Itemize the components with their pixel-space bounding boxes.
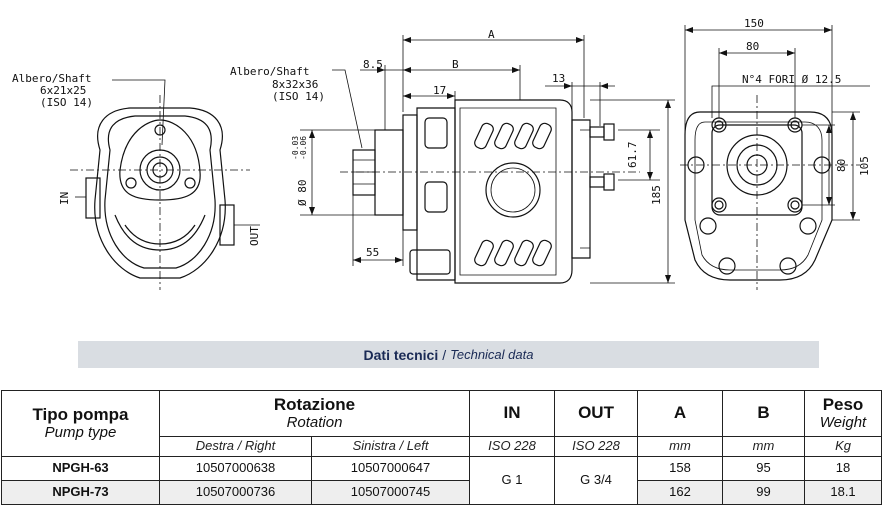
header-b-label: B (757, 403, 770, 423)
header-rotation-sub: Rotation (286, 413, 343, 431)
left-shaft-label-3: (ISO 14) (40, 96, 93, 109)
dim-tolerance-lower: -0.06 (299, 136, 308, 160)
row-2-a: 162 (637, 480, 724, 505)
dim-185-label: 185 (650, 185, 663, 205)
row-1-left: 10507000647 (310, 456, 471, 481)
front-view-left (70, 79, 260, 290)
banner-subtitle: Technical data (450, 347, 534, 362)
side-shaft-label-2: 8x32x36 (272, 78, 318, 91)
row-1-a: 158 (637, 456, 724, 481)
header-in: IN (469, 390, 556, 437)
dim-80-vertical-label: 80 (835, 159, 848, 172)
holes-label: N°4 FORI Ø 12.5 (742, 73, 841, 86)
dim-diameter-80-label: Ø 80 (296, 180, 309, 207)
row-2-weight: 18.1 (804, 480, 883, 505)
table-row: NPGH-73 10507000736 10507000745 162 99 1… (1, 480, 883, 505)
header-a-label: A (673, 403, 687, 423)
row-1-weight: 18 (804, 456, 883, 481)
header-pump-type-main: Tipo pompa (32, 404, 129, 424)
row-1-right: 10507000638 (159, 456, 312, 481)
unit-a: mm (637, 436, 724, 457)
out-port-label: OUT (248, 226, 261, 246)
unit-left: Sinistra / Left (310, 436, 471, 457)
unit-weight: Kg (804, 436, 883, 457)
rear-view-dimensions (684, 25, 870, 221)
rear-view-right (680, 95, 860, 290)
side-view-dimensions (300, 35, 675, 284)
in-value: G 1 (469, 456, 556, 505)
header-b: B (722, 390, 806, 437)
unit-right: Destra / Right (159, 436, 312, 457)
side-shaft-label-1: Albero/Shaft (230, 65, 309, 78)
dim-80-label: 80 (746, 40, 759, 53)
in-port-label: IN (58, 192, 71, 205)
header-rotation-main: Rotazione (273, 394, 356, 414)
header-a: A (637, 390, 724, 437)
dim-150-label: 150 (744, 17, 764, 30)
header-pump-type: Tipo pompa Pump type (1, 390, 160, 457)
left-shaft-label-2: 6x21x25 (40, 84, 86, 97)
banner-title: Dati tecnici (363, 346, 439, 363)
header-weight-sub: Weight (819, 413, 867, 431)
unit-in: ISO 228 (469, 436, 556, 457)
dim-61-7-label: 61.7 (626, 142, 639, 169)
technical-data-table: Tipo pompa Pump type Rotazione Rotation … (1, 390, 883, 505)
dimension-arrows (309, 27, 856, 283)
side-shaft-label-3: (ISO 14) (272, 90, 325, 103)
header-out-label: OUT (578, 403, 614, 423)
header-pump-type-sub: Pump type (44, 423, 117, 441)
dim-b-label: B (452, 58, 459, 71)
left-shaft-label-1: Albero/Shaft (12, 72, 91, 85)
unit-out: ISO 228 (554, 436, 639, 457)
row-2-model: NPGH-73 (1, 480, 160, 505)
dim-tolerance-upper: -0.03 (291, 136, 300, 160)
dim-17-label: 17 (433, 84, 446, 97)
unit-b: mm (722, 436, 806, 457)
dim-8-5-label: 8.5 (363, 58, 383, 71)
dim-55-label: 55 (366, 246, 379, 259)
row-1-model: NPGH-63 (1, 456, 160, 481)
technical-data-banner: Dati tecnici / Technical data (78, 341, 819, 368)
technical-drawing: Albero/Shaft 6x21x25 (ISO 14) IN OUT Alb… (12, 17, 871, 290)
dim-105-vertical-label: 105 (858, 156, 871, 176)
table-row: NPGH-63 10507000638 10507000647 G 1 G 3/… (1, 456, 883, 505)
side-view-middle (340, 99, 640, 284)
row-2-left: 10507000745 (310, 480, 471, 505)
out-value: G 3/4 (554, 456, 639, 505)
row-2-b: 99 (722, 480, 806, 505)
header-weight: Peso Weight (804, 390, 883, 437)
banner-separator: / (442, 346, 447, 363)
row-2-right: 10507000736 (159, 480, 312, 505)
row-1-b: 95 (722, 456, 806, 481)
dim-a-label: A (488, 28, 495, 41)
dim-13-label: 13 (552, 72, 565, 85)
header-weight-main: Peso (822, 394, 864, 414)
header-in-label: IN (503, 403, 521, 423)
header-out: OUT (554, 390, 639, 437)
header-rotation: Rotazione Rotation (158, 390, 471, 437)
